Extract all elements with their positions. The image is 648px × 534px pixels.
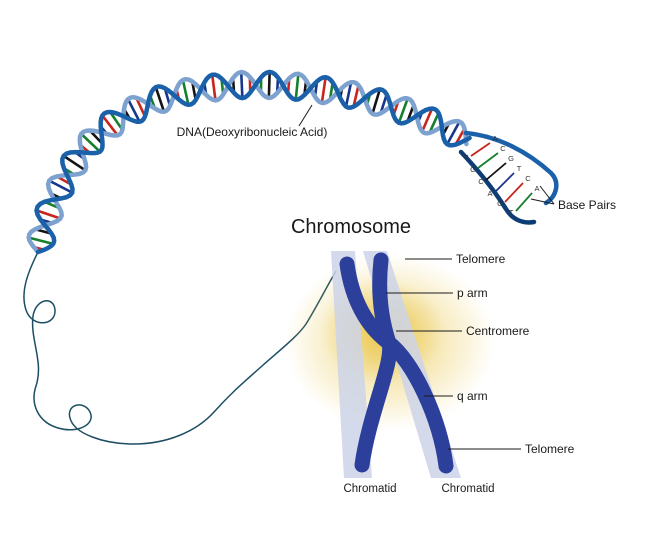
base-letter-left-6: T bbox=[509, 208, 514, 217]
dna-helix bbox=[26, 69, 472, 255]
open-end-lower-backbone bbox=[458, 149, 537, 225]
helix-rung bbox=[64, 155, 85, 171]
q-arm-label: q arm bbox=[457, 389, 488, 403]
base-letter-left-1: T bbox=[464, 153, 469, 162]
helix-rung bbox=[379, 95, 388, 113]
helix-rung bbox=[211, 76, 217, 100]
open-end-upper-backbone bbox=[463, 130, 559, 206]
chromosome-title: Chromosome bbox=[291, 216, 411, 238]
helix-rung bbox=[155, 88, 165, 111]
helix-rung bbox=[37, 209, 60, 220]
helix-rung bbox=[454, 128, 466, 145]
dna-coil-line bbox=[23, 251, 337, 445]
helix-rung bbox=[421, 109, 433, 131]
chromatid-right-label: Chromatid bbox=[441, 483, 494, 495]
helix-rung bbox=[328, 83, 334, 100]
chromatid-stroke-2 bbox=[354, 252, 398, 473]
open-end-rungs bbox=[470, 142, 533, 212]
rung-4 bbox=[494, 172, 515, 193]
helix-rung bbox=[81, 134, 100, 152]
helix-rung bbox=[163, 88, 171, 106]
base-letter-right-5: C bbox=[525, 174, 531, 183]
base-letter-right-3: G bbox=[508, 154, 514, 163]
helix-rung bbox=[181, 81, 190, 104]
chromatid-left-label: Chromatid bbox=[343, 483, 396, 495]
chromatid-band-left bbox=[331, 251, 372, 478]
helix-rung bbox=[398, 99, 409, 122]
base-letter-left-2: G bbox=[470, 165, 476, 174]
helix-rung bbox=[428, 113, 440, 133]
base-letter-left-3: C bbox=[478, 177, 484, 186]
helix-rung bbox=[294, 75, 300, 99]
dna-label: DNA(Deoxyribonucleic Acid) bbox=[177, 125, 328, 139]
helix-rung bbox=[406, 105, 415, 122]
helix-rung bbox=[127, 99, 141, 121]
base-letter-right-4: T bbox=[517, 164, 522, 173]
helix-rung bbox=[191, 82, 197, 100]
rung-5 bbox=[504, 182, 524, 203]
helix-rung bbox=[89, 130, 103, 144]
helix-rung bbox=[267, 73, 271, 97]
base-letter-right-6: A bbox=[534, 184, 539, 193]
base-pairs-leader-1 bbox=[539, 185, 555, 205]
helix-rung bbox=[446, 122, 460, 144]
centromere-label: Centromere bbox=[466, 324, 530, 338]
base-letter-right-1: A bbox=[492, 134, 497, 143]
helix-rung bbox=[320, 78, 327, 102]
dna-strand-front bbox=[34, 69, 472, 255]
helix-rung bbox=[352, 86, 360, 106]
base-letters: T G C A G T A C G T C A bbox=[464, 134, 540, 217]
base-letter-left-5: G bbox=[497, 199, 503, 208]
helix-rung bbox=[345, 83, 353, 106]
helix-rung bbox=[240, 73, 244, 97]
p-arm-label: p arm bbox=[457, 286, 488, 300]
rung-1 bbox=[470, 142, 491, 157]
helix-rung bbox=[109, 112, 123, 130]
helix-rung bbox=[29, 236, 53, 245]
base-pairs-leader-2 bbox=[530, 198, 555, 205]
helix-rung bbox=[102, 115, 118, 135]
chromosome-figure bbox=[285, 251, 495, 478]
rung-6 bbox=[515, 192, 533, 212]
dna-label-leader bbox=[298, 104, 313, 127]
labels: DNA(Deoxyribonucleic Acid) Chromosome Ba… bbox=[177, 104, 616, 495]
helix-rung bbox=[135, 98, 146, 116]
rung-2 bbox=[477, 152, 499, 169]
base-letter-left-4: A bbox=[487, 189, 492, 198]
telomere-top-label: Telomere bbox=[456, 252, 506, 266]
base-letter-right-2: C bbox=[500, 144, 506, 153]
base-pairs-label: Base Pairs bbox=[558, 198, 616, 212]
rung-3 bbox=[485, 162, 507, 181]
helix-rung bbox=[50, 180, 72, 194]
dna-open-end: T G C A G T A C G T C A bbox=[458, 130, 559, 225]
telomere-bottom-label: Telomere bbox=[525, 442, 575, 456]
helix-rung bbox=[371, 90, 381, 113]
